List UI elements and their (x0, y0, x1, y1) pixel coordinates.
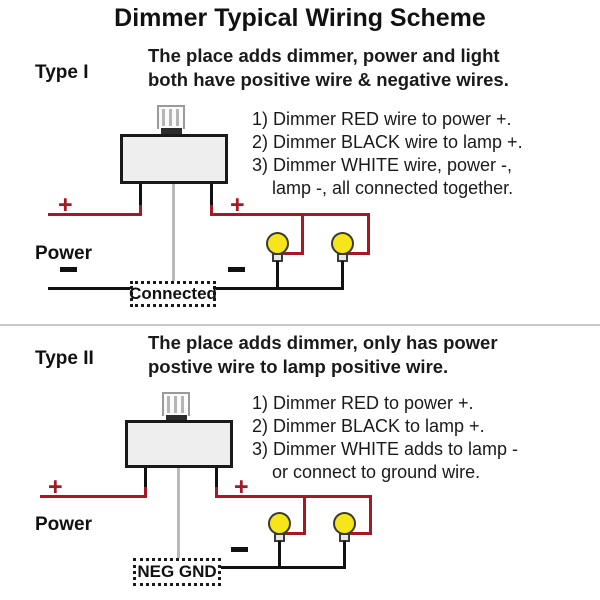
type-1-step-2: 2) Dimmer BLACK wire to lamp +. (252, 132, 523, 152)
type-2-description-line2: postive wire to lamp positive wire. (148, 356, 449, 377)
lamp-3-negative-wire (278, 541, 281, 568)
knob-base-2 (166, 415, 187, 421)
connected-node-1: Connected (129, 281, 217, 307)
lamp-1-feed-connect (283, 252, 304, 255)
lamp-2-feed-drop (367, 213, 370, 255)
lamp-3-feed-drop (303, 495, 306, 535)
power-positive-sign-1: + (58, 191, 73, 219)
neg-gnd-node-2: NEG GND (133, 558, 221, 586)
type-2-description-line1: The place adds dimmer, only has power (148, 332, 498, 353)
type-2-step-3: 3) Dimmer WHITE adds to lamp - (252, 439, 519, 459)
lamp-2-feed-connect (348, 252, 370, 255)
lamp-positive-drop-2 (215, 487, 218, 498)
knob-slot-icon (167, 396, 170, 413)
lamp-positive-rail-1 (210, 213, 370, 216)
type-1-step-1: 1) Dimmer RED wire to power +. (252, 109, 512, 129)
power-positive-rail-1 (48, 213, 142, 216)
power-negative-rail-1 (48, 287, 130, 290)
section-divider (0, 324, 600, 326)
lamp-bulb-2 (331, 232, 354, 255)
dimmer-black-lead-stub-2 (215, 468, 218, 491)
type-1-step-3: 3) Dimmer WHITE wire, power -, (252, 155, 513, 175)
power-positive-drop-2 (144, 487, 147, 498)
lamp-negative-sign-2 (231, 547, 248, 552)
type-1-description-line2: both have positive wire & negative wires… (148, 69, 509, 90)
type-1-step-3-cont: lamp -, all connected together. (252, 178, 514, 198)
power-positive-drop-1 (139, 205, 142, 216)
knob-slot-icon (174, 396, 177, 413)
lamp-1-negative-wire (276, 261, 279, 289)
lamp-positive-sign-2: + (234, 473, 249, 501)
page-title: Dimmer Typical Wiring Scheme (114, 4, 486, 32)
lamp-2-negative-wire (341, 261, 344, 289)
power-positive-rail-2 (40, 495, 147, 498)
lamp-negative-sign-1 (228, 267, 245, 272)
lamp-4-negative-wire (343, 541, 346, 568)
lamp-4-feed-drop (369, 495, 372, 535)
power-negative-sign-1 (60, 267, 77, 272)
type-2-step-2: 2) Dimmer BLACK to lamp +. (252, 416, 485, 436)
type-2-step-3-cont: or connect to ground wire. (252, 462, 481, 482)
dimmer-knob-2 (162, 392, 190, 416)
knob-slot-icon (181, 396, 184, 413)
lamp-negative-rail-2 (218, 566, 346, 569)
power-label-2: Power (35, 514, 93, 535)
dimmer-black-lead-stub-1 (210, 184, 213, 208)
dimmer-red-lead-stub-1 (139, 184, 142, 208)
lamp-positive-rail-2 (215, 495, 372, 498)
lamp-3-feed-connect (285, 532, 306, 535)
dimmer-red-lead-stub-2 (144, 468, 147, 491)
lamp-positive-sign-1: + (230, 191, 245, 219)
dimmer-module-1 (120, 134, 228, 184)
lamp-bulb-1 (266, 232, 289, 255)
dimmer-knob-1 (157, 105, 185, 129)
lamp-bulb-4 (333, 512, 356, 535)
dimmer-module-2 (125, 420, 233, 468)
knob-slot-icon (162, 109, 165, 126)
dimmer-white-wire-2 (177, 468, 180, 558)
lamp-4-feed-connect (350, 532, 372, 535)
lamp-bulb-3 (268, 512, 291, 535)
knob-slot-icon (176, 109, 179, 126)
power-positive-sign-2: + (48, 473, 63, 501)
knob-slot-icon (169, 109, 172, 126)
lamp-positive-drop-1 (210, 205, 213, 216)
type-2-step-1: 1) Dimmer RED to power +. (252, 393, 474, 413)
type-label-1: Type I (35, 62, 89, 83)
dimmer-white-wire-1 (172, 184, 175, 281)
lamp-negative-rail-1 (215, 287, 344, 290)
type-label-2: Type II (35, 348, 94, 369)
type-1-description-line1: The place adds dimmer, power and light (148, 45, 500, 66)
power-label-1: Power (35, 243, 93, 264)
lamp-1-feed-drop (301, 213, 304, 255)
knob-base-1 (161, 128, 182, 134)
